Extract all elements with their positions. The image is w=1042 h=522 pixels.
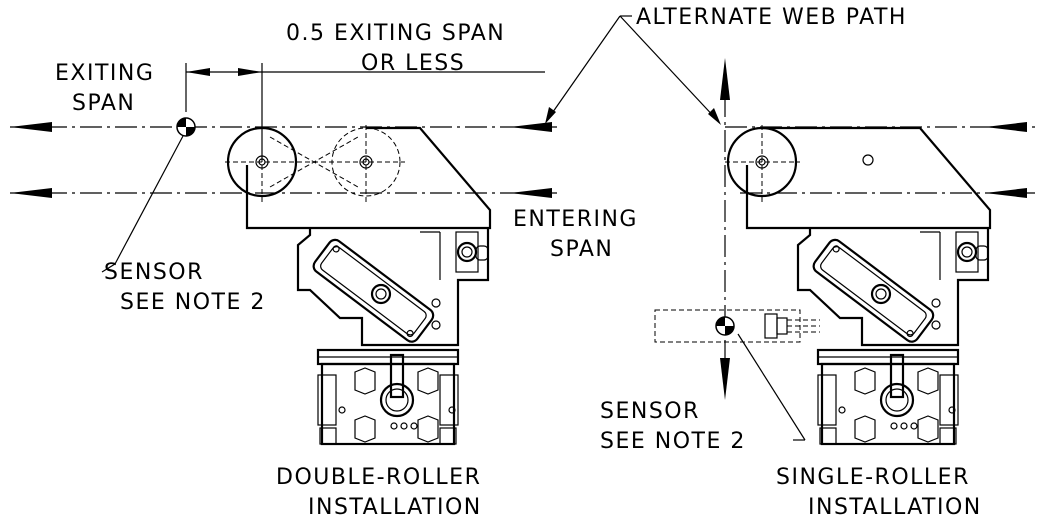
- entering-span-label-line1: ENTERING: [513, 207, 638, 232]
- alt-path-leaders: [545, 15, 721, 125]
- single-roller-assembly: [725, 125, 992, 446]
- enter-arrow-upper-right: [985, 122, 1027, 132]
- sensor-left-label-line2: SEE NOTE 2: [120, 290, 266, 315]
- half-span-label-line2: OR LESS: [361, 51, 465, 76]
- single-roller-label-line2: INSTALLATION: [808, 495, 982, 520]
- sensor-left-label-line1: SENSOR: [104, 260, 204, 285]
- single-roller-label-line1: SINGLE-ROLLER: [776, 465, 970, 490]
- sensor-right-symbol: [654, 309, 820, 441]
- enter-arrow-lower-right: [985, 188, 1027, 198]
- enter-arrow-lower-left: [510, 188, 552, 198]
- alt-path-arrow-up: [720, 58, 730, 100]
- double-roller-assembly: [225, 125, 492, 446]
- double-roller-label-line1: DOUBLE-ROLLER: [276, 465, 481, 490]
- alt-path-arrow-down: [720, 358, 730, 400]
- double-roller-label-line2: INSTALLATION: [308, 495, 482, 520]
- exiting-span-label-line1: EXITING: [55, 61, 154, 86]
- exit-arrow-lower-left: [10, 188, 52, 198]
- half-span-label-line1: 0.5 EXITING SPAN: [286, 21, 505, 46]
- sensor-left-symbol: [101, 117, 196, 273]
- exit-arrow-upper-left: [10, 122, 52, 132]
- sensor-right-label-line1: SENSOR: [600, 399, 700, 424]
- sensor-right-label-line2: SEE NOTE 2: [600, 429, 746, 454]
- enter-arrow-upper-left: [510, 122, 552, 132]
- exiting-span-label-line2: SPAN: [72, 91, 135, 116]
- entering-span-label-line2: SPAN: [550, 237, 613, 262]
- web-direction-arrows: [10, 58, 1027, 400]
- labels: EXITING SPAN 0.5 EXITING SPAN OR LESS AL…: [55, 5, 982, 520]
- alternate-web-path-label: ALTERNATE WEB PATH: [636, 5, 907, 30]
- span-dimension: [185, 63, 545, 160]
